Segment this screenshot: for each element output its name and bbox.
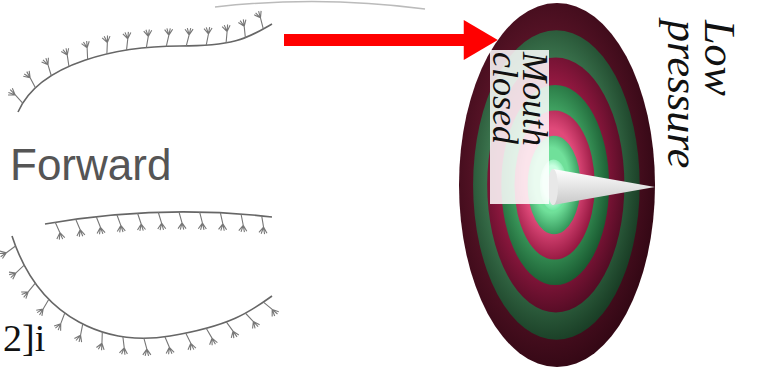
cilium-tuft (54, 313, 65, 331)
pressure-ring (459, 3, 655, 367)
mouth-cone (553, 169, 655, 205)
cilium-tuft (61, 48, 69, 66)
cilium-tuft (23, 71, 35, 88)
cilium-tuft (185, 28, 193, 46)
cilium-tuft (55, 222, 65, 239)
cilium-tuft (219, 213, 227, 231)
cilium-tuft (74, 324, 82, 342)
cilium-tuft (102, 36, 110, 54)
cilium-tuft (123, 32, 131, 50)
cilia-line (18, 24, 272, 112)
cone-base (548, 169, 558, 205)
cilium-tuft (246, 313, 260, 328)
cilium-tuft (165, 337, 174, 354)
cilium-tuft (186, 333, 196, 350)
cilium-tuft (138, 213, 146, 231)
faint-arc (215, 1, 425, 9)
cilium-tuft (226, 322, 238, 338)
cilium-tuft (9, 265, 24, 279)
cilium-tuft (117, 215, 125, 233)
cilium-tuft (239, 214, 247, 232)
state-label: Mouth closed (490, 50, 549, 204)
cilium-tuft (198, 212, 206, 230)
cilium-tuft (36, 299, 49, 316)
cilium-tuft (42, 58, 52, 76)
cilium-tuft (165, 28, 173, 46)
cilium-tuft (222, 25, 230, 43)
cilium-tuft (21, 283, 35, 298)
cilium-tuft (204, 27, 212, 45)
concentration-fragment: 2]i (3, 316, 45, 360)
cilium-tuft (178, 212, 186, 230)
cilium-tuft (263, 302, 278, 316)
cilium-tuft (96, 332, 104, 350)
cilium-tuft (76, 219, 85, 236)
cilium-tuft (8, 88, 23, 103)
cilium-tuft (206, 328, 217, 345)
cilia-outline: Forward (0, 0, 280, 350)
cilium-tuft (119, 337, 127, 355)
cilium-tuft (82, 41, 90, 59)
pressure-rings: Mouth closedLow pressure (457, 2, 657, 368)
cilium-tuft (144, 29, 152, 47)
cilium-tuft (238, 19, 245, 37)
cilium-tuft (96, 217, 105, 235)
direction-label: Forward (10, 140, 171, 191)
cilium-tuft (259, 216, 267, 234)
pressure-label: Low pressure (663, 20, 738, 220)
cilium-tuft (158, 212, 166, 230)
flow-arrow (284, 20, 498, 60)
cilium-tuft (0, 246, 16, 259)
cilium-tuft (143, 338, 151, 356)
cilium-tuft (254, 11, 263, 29)
ring-drawing (457, 2, 657, 368)
cilia-line (12, 236, 272, 338)
arrow-shaft (284, 34, 468, 46)
